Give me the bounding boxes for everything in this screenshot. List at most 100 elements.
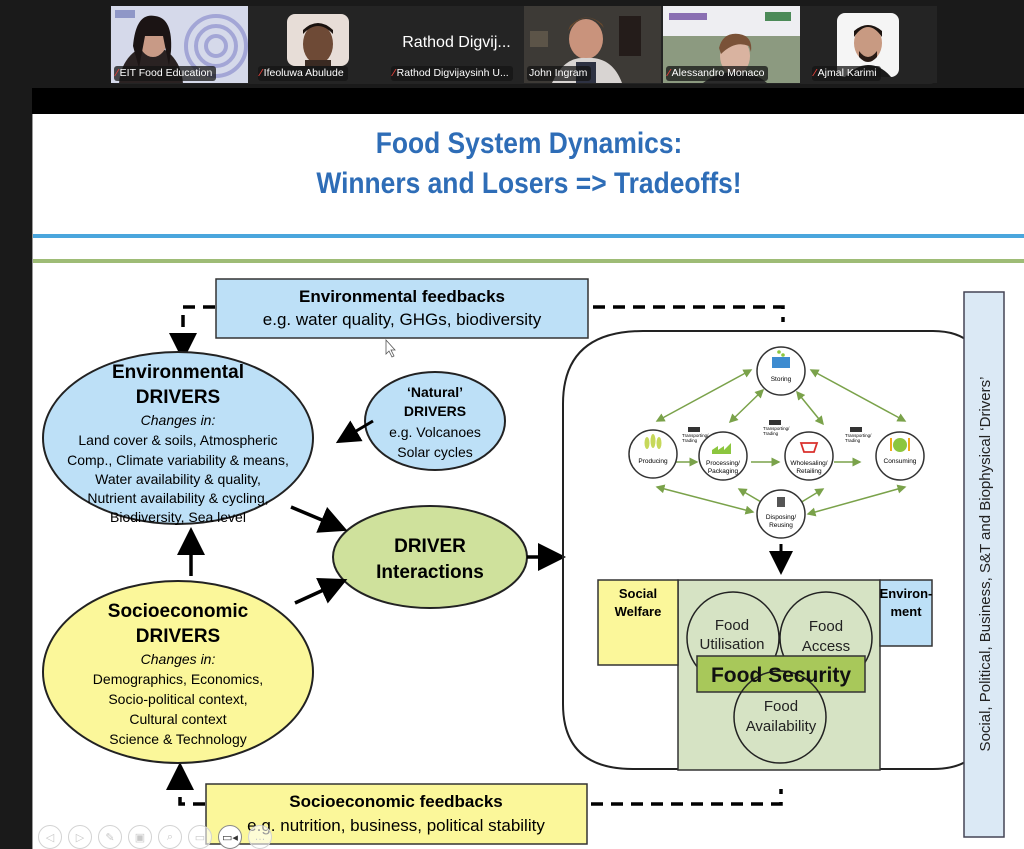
svg-text:Trading: Trading [763,431,779,436]
participant-tile-active-speaker[interactable]: John Ingram [524,6,661,83]
slideshow-controls: ◁ ▷ ✎ ▣ ⌕ ▭ ▭◂ … [38,825,272,849]
participant-tile[interactable]: ⁄Ajmal Karimi [800,6,937,83]
title-divider-green [33,259,1024,263]
participant-tile[interactable]: ⁄Alessandro Monaco [663,6,800,83]
factory-icon [712,443,731,454]
svg-text:Trading: Trading [682,438,698,443]
natural-drivers-ellipse: ‘Natural’ DRIVERS e.g. Volcanoes Solar c… [364,371,506,471]
participant-tile[interactable]: ⁄EIT Food Education [111,6,248,83]
svg-text:Socioeconomic: Socioeconomic [108,601,249,622]
muted-mic-icon: ⁄ [668,68,670,79]
chevron-left-icon: ◁ [45,831,55,844]
socioeconomic-drivers-ellipse: Socioeconomic DRIVERS Changes in: Demogr… [42,580,314,764]
food-security-box [696,655,866,693]
svg-text:Storing: Storing [771,376,792,383]
svg-text:Food Security: Food Security [711,664,851,687]
participant-name-label: ⁄Ajmal Karimi [812,66,881,81]
svg-text:Socioeconomic feedbacks: Socioeconomic feedbacks [289,792,503,811]
svg-text:e.g. nutrition, business, poli: e.g. nutrition, business, political stab… [247,816,545,835]
svg-text:DRIVERS: DRIVERS [136,387,220,408]
svg-text:DRIVERS: DRIVERS [136,626,220,647]
svg-text:Socio-political context,: Socio-political context, [108,691,247,707]
environment-box: Environ- ment [879,579,933,647]
socioeconomic-feedback-loop [166,762,783,806]
natural-to-env-arrow [335,419,374,444]
camera-icon: ▭◂ [222,831,238,844]
title-divider-blue [33,234,1024,238]
svg-text:Environ-: Environ- [880,586,933,601]
svg-text:Food: Food [809,618,843,635]
producing-node: Producing [628,429,678,479]
svg-text:Cultural context: Cultural context [129,711,226,727]
participant-name-label: ⁄Alessandro Monaco [666,66,769,81]
svg-text:Trading: Trading [845,438,861,443]
svg-text:Land cover & soils, Atmospheri: Land cover & soils, Atmospheric [78,432,277,448]
truck-icon [769,420,781,425]
mouse-cursor-icon [385,338,396,358]
participant-name-label: ⁄Rathod Digvijaysinh U... [391,66,513,81]
env-to-interactions-arrow [290,505,348,533]
food-system-diagram: Environmental feedbacks e.g. water quali… [42,278,1005,845]
previous-slide-button[interactable]: ◁ [38,825,62,849]
environmental-feedbacks-box: Environmental feedbacks e.g. water quali… [215,278,589,339]
plate-icon [893,438,907,452]
magnifier-icon: ⌕ [166,830,174,843]
grid-icon: ▣ [134,831,146,844]
socio-to-interactions-arrow [294,577,348,605]
participant-tile[interactable]: Rathod Digvij... ⁄Rathod Digvijaysinh U.… [388,6,525,83]
svg-text:Processing/: Processing/ [706,460,740,467]
svg-text:Welfare: Welfare [615,604,662,619]
svg-text:e.g. Volcanoes: e.g. Volcanoes [389,424,481,440]
svg-text:Water availability & quality,: Water availability & quality, [95,471,261,487]
svg-text:Solar cycles: Solar cycles [397,444,472,460]
driver-interactions-ellipse: DRIVER Interactions [332,505,528,609]
svg-text:DRIVER: DRIVER [394,536,466,557]
svg-text:Availability: Availability [746,718,817,735]
truck-icon [688,427,700,432]
food-chain-diagram: Storing Producing Processing/ Packaging … [628,346,925,539]
slides-grid-button[interactable]: ▣ [128,825,152,849]
corn-icon [644,434,662,449]
truck-icon [850,427,862,432]
svg-text:Consuming: Consuming [884,458,917,465]
svg-text:Interactions: Interactions [376,562,484,583]
environmental-drivers-ellipse: Environmental DRIVERS Changes in: Land c… [42,351,314,525]
subtitles-button[interactable]: ▭ [188,825,212,849]
shared-slide: Food System Dynamics: Winners and Losers… [32,114,1024,849]
consuming-node: Consuming [875,431,925,481]
socioeconomic-feedbacks-box: Socioeconomic feedbacks e.g. nutrition, … [205,783,588,845]
participant-name-label: John Ingram [527,66,592,81]
camera-button[interactable]: ▭◂ [218,825,242,849]
slide-title: Food System Dynamics: Winners and Losers… [316,127,742,200]
wholesaling-node: Wholesaling/ Retailing [784,431,834,481]
svg-text:Disposing/: Disposing/ [766,514,797,521]
environmental-feedback-loop [169,305,785,361]
storing-node: Storing [756,346,806,396]
svg-text:ment: ment [890,604,922,619]
pen-button[interactable]: ✎ [98,825,122,849]
svg-text:Food: Food [715,617,749,634]
svg-text:Wholesaling/: Wholesaling/ [790,460,827,467]
food-security-outcomes: Social Welfare Environ- ment Food Utilis… [597,579,933,771]
svg-text:Environmental: Environmental [112,362,244,383]
svg-text:e.g. water quality, GHGs, biod: e.g. water quality, GHGs, biodiversity [263,310,542,329]
participant-tile[interactable]: ⁄Ifeoluwa Abulude [250,6,387,83]
svg-text:Changes in:: Changes in: [141,412,216,428]
svg-text:Retailing: Retailing [796,468,822,475]
avatar [287,14,349,66]
svg-text:Science & Technology: Science & Technology [109,731,247,747]
svg-text:Nutrient availability & cyclin: Nutrient availability & cycling, [87,490,268,506]
svg-text:Demographics, Economics,: Demographics, Economics, [93,671,263,687]
zoom-button[interactable]: ⌕ [158,825,182,849]
cart-icon [799,442,819,453]
social-welfare-box: Social Welfare [597,579,679,666]
svg-text:‘Natural’: ‘Natural’ [407,384,463,400]
next-slide-button[interactable]: ▷ [68,825,92,849]
svg-text:Changes in:: Changes in: [141,651,216,667]
drivers-side-label: Social, Political, Business, S&T and Bio… [963,291,1005,838]
svg-text:Producing: Producing [638,458,668,465]
muted-mic-icon: ⁄ [814,68,816,79]
svg-text:DRIVERS: DRIVERS [404,403,466,419]
avatar-photo-icon [287,14,349,66]
more-options-button[interactable]: … [248,825,272,849]
